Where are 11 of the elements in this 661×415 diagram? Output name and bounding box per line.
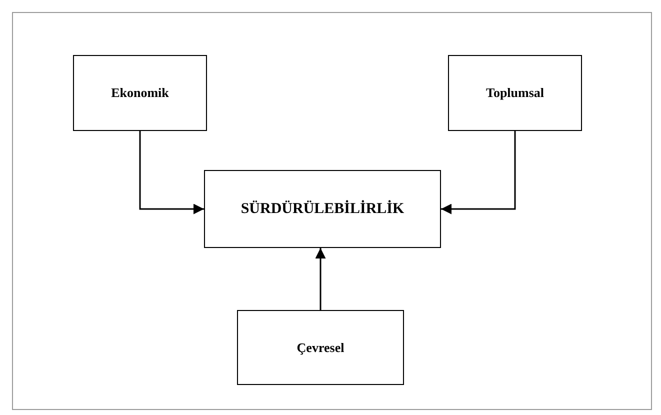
box-label: Çevresel	[296, 340, 344, 356]
arrow	[441, 131, 516, 214]
text-box	[237, 310, 404, 385]
text-box	[73, 55, 207, 131]
box-label: SÜRDÜRÜLEBİLİRLİK	[240, 200, 404, 218]
box-label: Toplumsal	[486, 85, 544, 101]
arrow	[315, 248, 326, 310]
box-label: Ekonomik	[111, 85, 169, 101]
arrow	[139, 131, 204, 214]
text-box	[204, 170, 441, 248]
text-box	[448, 55, 582, 131]
